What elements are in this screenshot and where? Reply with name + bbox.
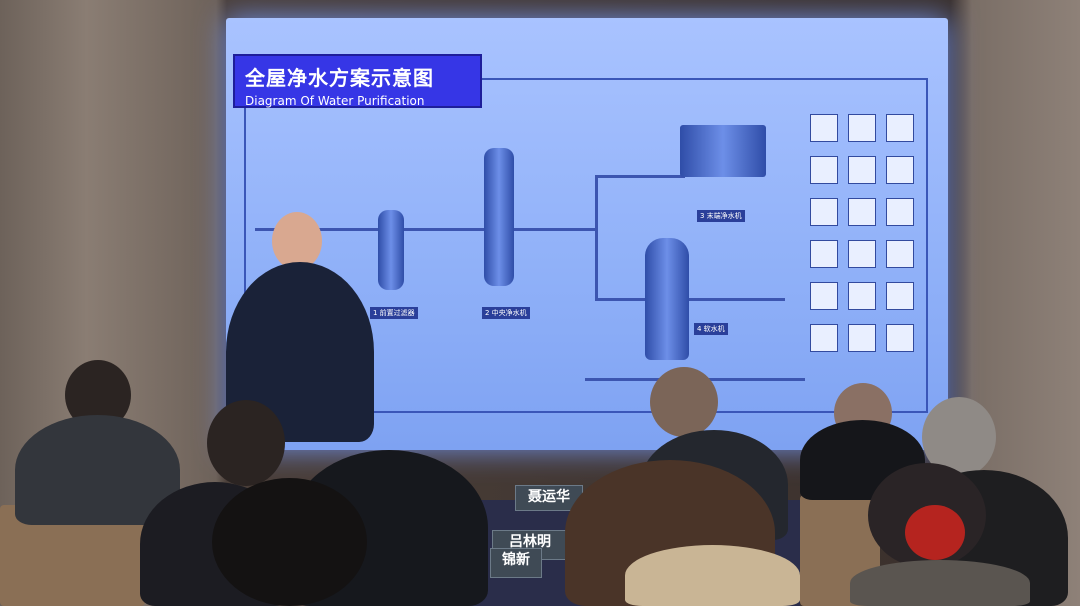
diagram-frame [244,78,928,413]
usage-icon [886,324,914,352]
presenter-head [272,212,322,270]
usage-icon [886,198,914,226]
terminal-purifier-device [680,125,766,177]
nameplate: 聂运华 [515,485,583,511]
audience-head [650,367,718,437]
usage-icon [810,282,838,310]
softener-device [645,238,689,360]
device-label-1: 1 前置过滤器 [370,307,418,319]
audience-member [625,545,800,606]
usage-icon [848,114,876,142]
device-label-2: 2 中央净水机 [482,307,530,319]
nameplate: 锦新 [490,548,542,578]
usage-icon [810,240,838,268]
usage-icon [848,282,876,310]
red-flower-decoration [905,505,965,560]
pipe-main [255,228,595,231]
usage-icon [848,324,876,352]
pipe-vertical [595,175,598,300]
usage-icon [848,198,876,226]
device-label-3: 3 末端净水机 [697,210,745,222]
usage-icon [810,198,838,226]
usage-icon [886,156,914,184]
usage-icon [886,114,914,142]
audience-head [212,478,367,606]
slide-title-en: Diagram Of Water Purification [245,94,425,108]
audience-head [207,400,285,486]
usage-icon [886,282,914,310]
prefilter-device [378,210,404,290]
audience-member [850,560,1030,606]
device-label-4: 4 软水机 [694,323,728,335]
audience-member [15,415,180,525]
usage-icon [810,324,838,352]
slide-title-cn: 全屋净水方案示意图 [245,66,434,90]
usage-icon [848,240,876,268]
usage-icon [810,156,838,184]
usage-icon [886,240,914,268]
usage-icon-grid [810,114,914,352]
usage-icon [848,156,876,184]
slide-title-box: 全屋净水方案示意图 Diagram Of Water Purification [233,54,482,108]
usage-icon [810,114,838,142]
pipe-top [595,175,685,178]
pipe-mid [595,298,785,301]
central-purifier-device [484,148,514,286]
